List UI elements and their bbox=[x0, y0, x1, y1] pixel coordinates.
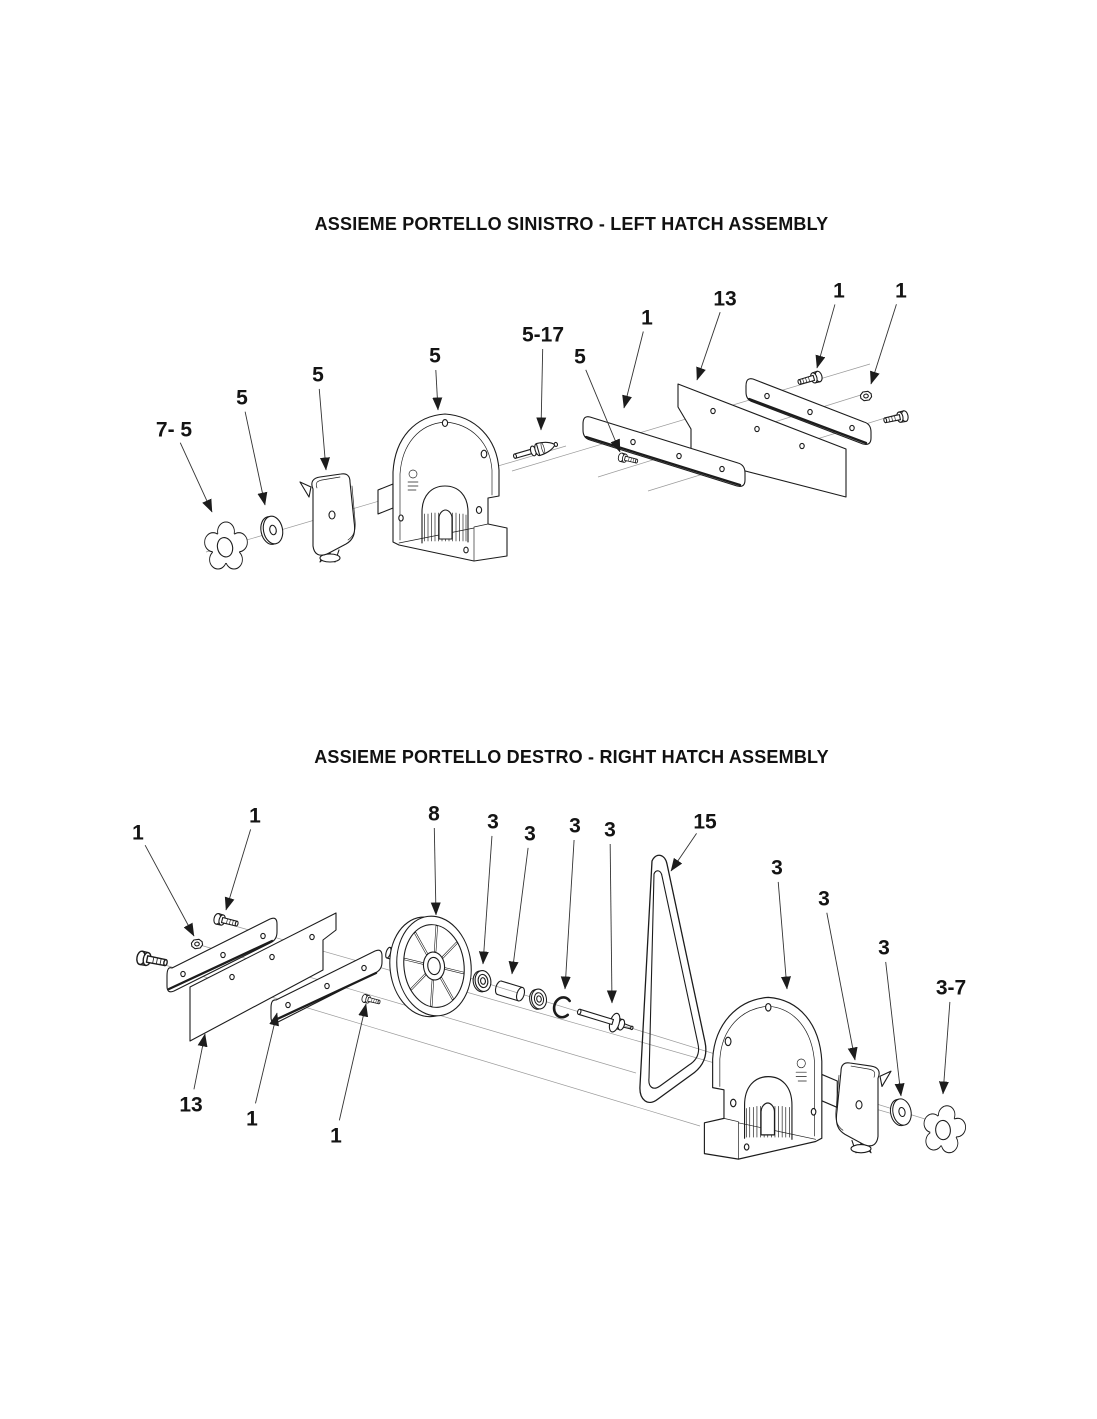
callout-label: 5 bbox=[236, 387, 248, 410]
latch-cover bbox=[835, 1062, 892, 1154]
callout-label: 7- 5 bbox=[156, 419, 193, 442]
callout-label: 3 bbox=[818, 888, 830, 911]
leader-line bbox=[606, 843, 617, 1004]
leader-line bbox=[244, 411, 268, 506]
star-knob bbox=[919, 1101, 970, 1156]
right-hatch-title: ASSIEME PORTELLO DESTRO - RIGHT HATCH AS… bbox=[314, 747, 829, 767]
leader-line bbox=[622, 331, 644, 409]
leader-line bbox=[432, 369, 443, 411]
callout-label: 1 bbox=[833, 280, 845, 303]
callout-label: 15 bbox=[693, 811, 717, 834]
callout-label: 3 bbox=[878, 937, 890, 960]
nut bbox=[190, 938, 204, 950]
right-hatch-diagram bbox=[135, 854, 970, 1160]
leader-line bbox=[560, 839, 575, 990]
leader-line bbox=[193, 1033, 208, 1090]
callout-label: 3 bbox=[604, 819, 616, 842]
rear-mounting-strip bbox=[745, 378, 872, 445]
callout-label: 3 bbox=[487, 811, 499, 834]
leader-line bbox=[815, 304, 836, 369]
leader-line bbox=[670, 833, 697, 872]
callout-label: 13 bbox=[179, 1094, 202, 1117]
callout-label: 1 bbox=[330, 1125, 342, 1148]
latch-cover bbox=[299, 473, 356, 563]
callout-label: 1 bbox=[895, 280, 907, 303]
leader-line bbox=[478, 835, 493, 965]
flat-washer bbox=[257, 513, 286, 547]
leader-line bbox=[430, 827, 441, 916]
circlip bbox=[552, 996, 571, 1019]
callout-label: 13 bbox=[713, 288, 736, 311]
spacer-bushing bbox=[494, 980, 526, 1002]
leader-line bbox=[338, 1003, 369, 1121]
callout-label: 5 bbox=[312, 364, 324, 387]
drive-belt bbox=[639, 854, 707, 1103]
leader-line bbox=[885, 961, 905, 1097]
callout-label: 8 bbox=[428, 803, 440, 826]
leader-line bbox=[318, 388, 330, 471]
bearing bbox=[527, 987, 549, 1011]
front-mounting-strip bbox=[166, 917, 278, 993]
leader-line bbox=[696, 312, 721, 381]
leader-line bbox=[777, 881, 791, 990]
leader-line bbox=[826, 912, 858, 1061]
rear-mounting-strip bbox=[270, 949, 383, 1024]
leader-line bbox=[179, 442, 213, 513]
leader-line bbox=[938, 1001, 951, 1095]
flat-washer bbox=[887, 1096, 915, 1128]
callout-label: 5 bbox=[574, 346, 586, 369]
screw bbox=[360, 993, 382, 1007]
callout-label: 3 bbox=[771, 857, 783, 880]
callout-label: 3 bbox=[569, 815, 581, 838]
left-hatch-diagram bbox=[204, 363, 910, 570]
hatch-housing bbox=[377, 413, 508, 562]
leader-line bbox=[870, 304, 897, 385]
bolt bbox=[135, 949, 170, 971]
hatch-plate bbox=[189, 912, 337, 1042]
nut bbox=[859, 390, 873, 402]
leader-line bbox=[508, 847, 529, 975]
screw bbox=[212, 912, 240, 930]
pulley-wheel bbox=[389, 915, 472, 1018]
leader-line bbox=[144, 844, 195, 937]
callout-label: 5 bbox=[429, 345, 441, 368]
leader-line bbox=[536, 348, 547, 431]
pin-assembly bbox=[512, 441, 559, 459]
wheel-spokes bbox=[403, 924, 465, 1008]
callout-label: 3 bbox=[524, 823, 536, 846]
left-hatch-title: ASSIEME PORTELLO SINISTRO - LEFT HATCH A… bbox=[314, 214, 829, 234]
callout-label: 1 bbox=[246, 1108, 258, 1131]
bearing bbox=[470, 968, 494, 994]
star-knob bbox=[204, 521, 248, 570]
leader-line bbox=[224, 829, 252, 911]
screw bbox=[882, 409, 910, 427]
leader-line bbox=[255, 1012, 279, 1104]
shoulder-bolt bbox=[576, 1008, 634, 1033]
callout-label: 1 bbox=[249, 805, 261, 828]
callout-label: 1 bbox=[641, 307, 653, 330]
callout-label: 3-7 bbox=[936, 977, 966, 1000]
hatch-housing bbox=[703, 996, 838, 1160]
callout-label: 1 bbox=[132, 822, 144, 845]
callout-label: 5-17 bbox=[522, 324, 564, 347]
leader-line bbox=[585, 369, 621, 453]
